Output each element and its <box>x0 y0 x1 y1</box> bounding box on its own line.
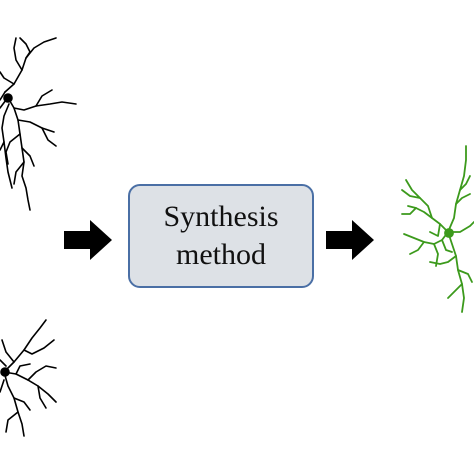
arrow-right-icon <box>64 220 112 260</box>
input-neuron-bottom <box>0 319 57 437</box>
method-box-line1: Synthesis <box>163 200 279 233</box>
synthesis-method-box: Synthesis method <box>128 184 314 288</box>
arrow-right-icon <box>326 220 374 260</box>
method-box-line2: method <box>176 238 266 271</box>
output-neuron <box>401 145 474 313</box>
input-neuron-top <box>0 37 77 211</box>
